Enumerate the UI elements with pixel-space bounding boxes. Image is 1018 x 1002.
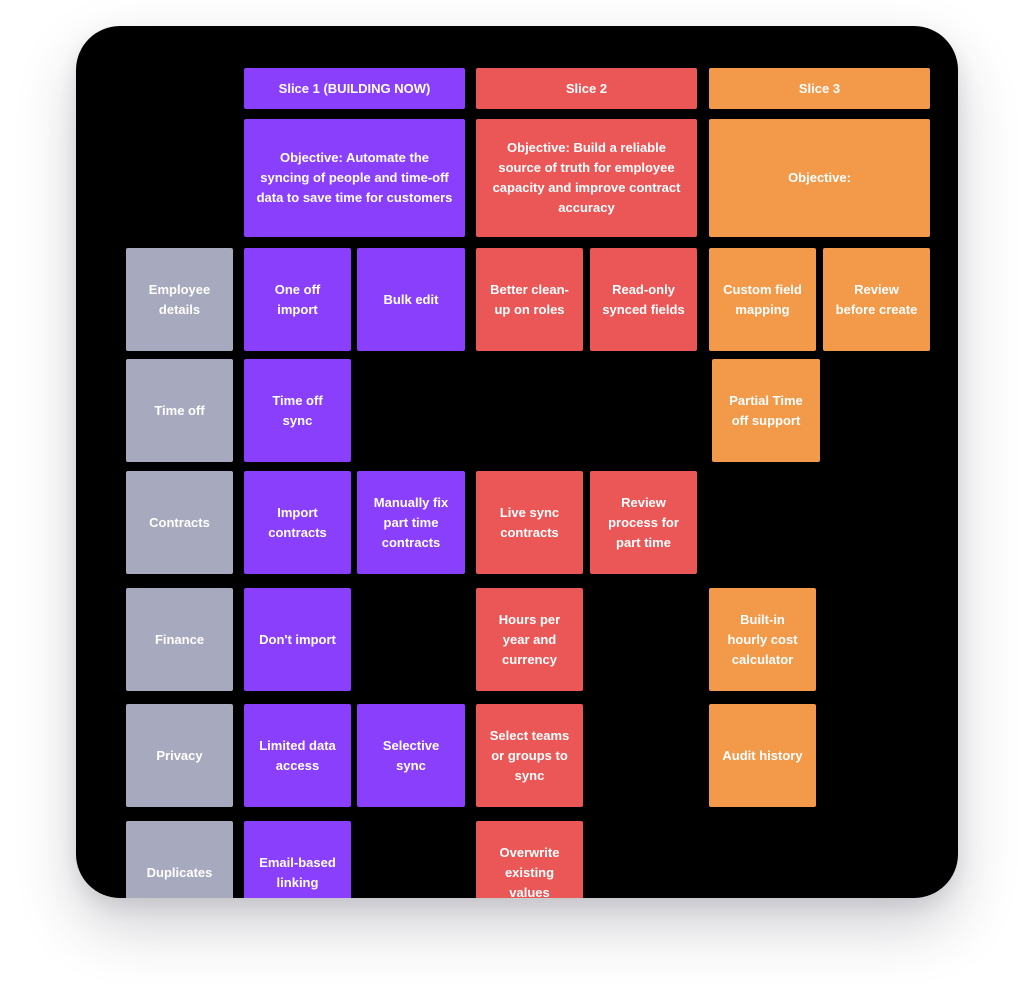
sticky-note[interactable]: Limited data access: [244, 704, 351, 807]
note-text: Live sync contracts: [499, 504, 560, 540]
sticky-note[interactable]: Built-in hourly cost calculator: [709, 588, 816, 691]
category-privacy[interactable]: Privacy: [126, 704, 233, 807]
sticky-note[interactable]: Live sync contracts: [476, 471, 583, 574]
note-text: Don't import: [259, 631, 336, 647]
sticky-note[interactable]: Audit history: [709, 704, 816, 807]
note-text: Partial Time off support: [729, 392, 803, 428]
slice-3-header[interactable]: Slice 3: [709, 68, 930, 109]
story-map-board: Slice 1 (BUILDING NOW) Slice 2 Slice 3 O…: [76, 26, 958, 898]
sticky-note[interactable]: Don't import: [244, 588, 351, 691]
sticky-note[interactable]: Custom field mapping: [709, 248, 816, 351]
category-employee-details[interactable]: Employee details: [126, 248, 233, 351]
category-label: Contracts: [149, 514, 210, 530]
note-text: Hours per year and currency: [498, 611, 561, 667]
category-contracts[interactable]: Contracts: [126, 471, 233, 574]
slice-title: Slice 3: [798, 80, 841, 96]
category-finance[interactable]: Finance: [126, 588, 233, 691]
category-time-off[interactable]: Time off: [126, 359, 233, 462]
category-label: Finance: [154, 631, 205, 647]
objective-text: Objective: Automate the syncing of peopl…: [256, 150, 453, 205]
slice-title: Slice 2: [565, 80, 608, 96]
sticky-note[interactable]: Better clean-up on roles: [476, 248, 583, 351]
category-label: Duplicates: [146, 864, 213, 880]
sticky-note[interactable]: Review before create: [823, 248, 930, 351]
note-text: Built-in hourly cost calculator: [727, 611, 798, 667]
objective-text: Objective:: [788, 170, 851, 185]
note-text: Custom field mapping: [723, 281, 802, 317]
slice-2-header[interactable]: Slice 2: [476, 68, 697, 109]
note-text: Selective sync: [382, 737, 440, 773]
sticky-note[interactable]: Manually fix part time contracts: [357, 471, 465, 574]
note-text: Email-based linking: [259, 854, 336, 890]
category-label: Privacy: [156, 747, 203, 763]
note-text: Overwrite existing values: [499, 844, 560, 899]
category-label: Time off: [154, 402, 205, 418]
note-text: Time off sync: [272, 392, 323, 428]
sticky-note[interactable]: Select teams or groups to sync: [476, 704, 583, 807]
note-text: Import contracts: [268, 504, 327, 540]
slice-3-objective[interactable]: Objective:: [709, 119, 930, 237]
note-text: One off import: [274, 281, 321, 317]
note-text: Select teams or groups to sync: [489, 727, 570, 783]
slice-1-header[interactable]: Slice 1 (BUILDING NOW): [244, 68, 465, 109]
note-text: Read-only synced fields: [602, 281, 685, 317]
sticky-note[interactable]: Email-based linking: [244, 821, 351, 898]
sticky-note[interactable]: Selective sync: [357, 704, 465, 807]
slice-1-objective[interactable]: Objective: Automate the syncing of peopl…: [244, 119, 465, 237]
note-text: Manually fix part time contracts: [373, 494, 449, 550]
sticky-note[interactable]: Import contracts: [244, 471, 351, 574]
note-text: Review before create: [835, 281, 918, 317]
sticky-note[interactable]: One off import: [244, 248, 351, 351]
sticky-note[interactable]: Hours per year and currency: [476, 588, 583, 691]
note-text: Audit history: [722, 747, 803, 763]
sticky-note[interactable]: Partial Time off support: [712, 359, 820, 462]
note-text: Review process for part time: [608, 494, 679, 550]
category-label: Employee details: [148, 281, 211, 317]
sticky-note[interactable]: Overwrite existing values: [476, 821, 583, 898]
board-frame: Slice 1 (BUILDING NOW) Slice 2 Slice 3 O…: [76, 26, 958, 898]
sticky-note[interactable]: Bulk edit: [357, 248, 465, 351]
note-text: Limited data access: [259, 737, 336, 773]
category-duplicates[interactable]: Duplicates: [126, 821, 233, 898]
sticky-note[interactable]: Read-only synced fields: [590, 248, 697, 351]
slice-title: Slice 1 (BUILDING NOW): [278, 80, 431, 96]
sticky-note[interactable]: Time off sync: [244, 359, 351, 462]
slice-2-objective[interactable]: Objective: Build a reliable source of tr…: [476, 119, 697, 237]
note-text: Bulk edit: [383, 291, 439, 307]
sticky-note[interactable]: Review process for part time: [590, 471, 697, 574]
objective-text: Objective: Build a reliable source of tr…: [492, 140, 681, 215]
note-text: Better clean-up on roles: [490, 281, 569, 317]
